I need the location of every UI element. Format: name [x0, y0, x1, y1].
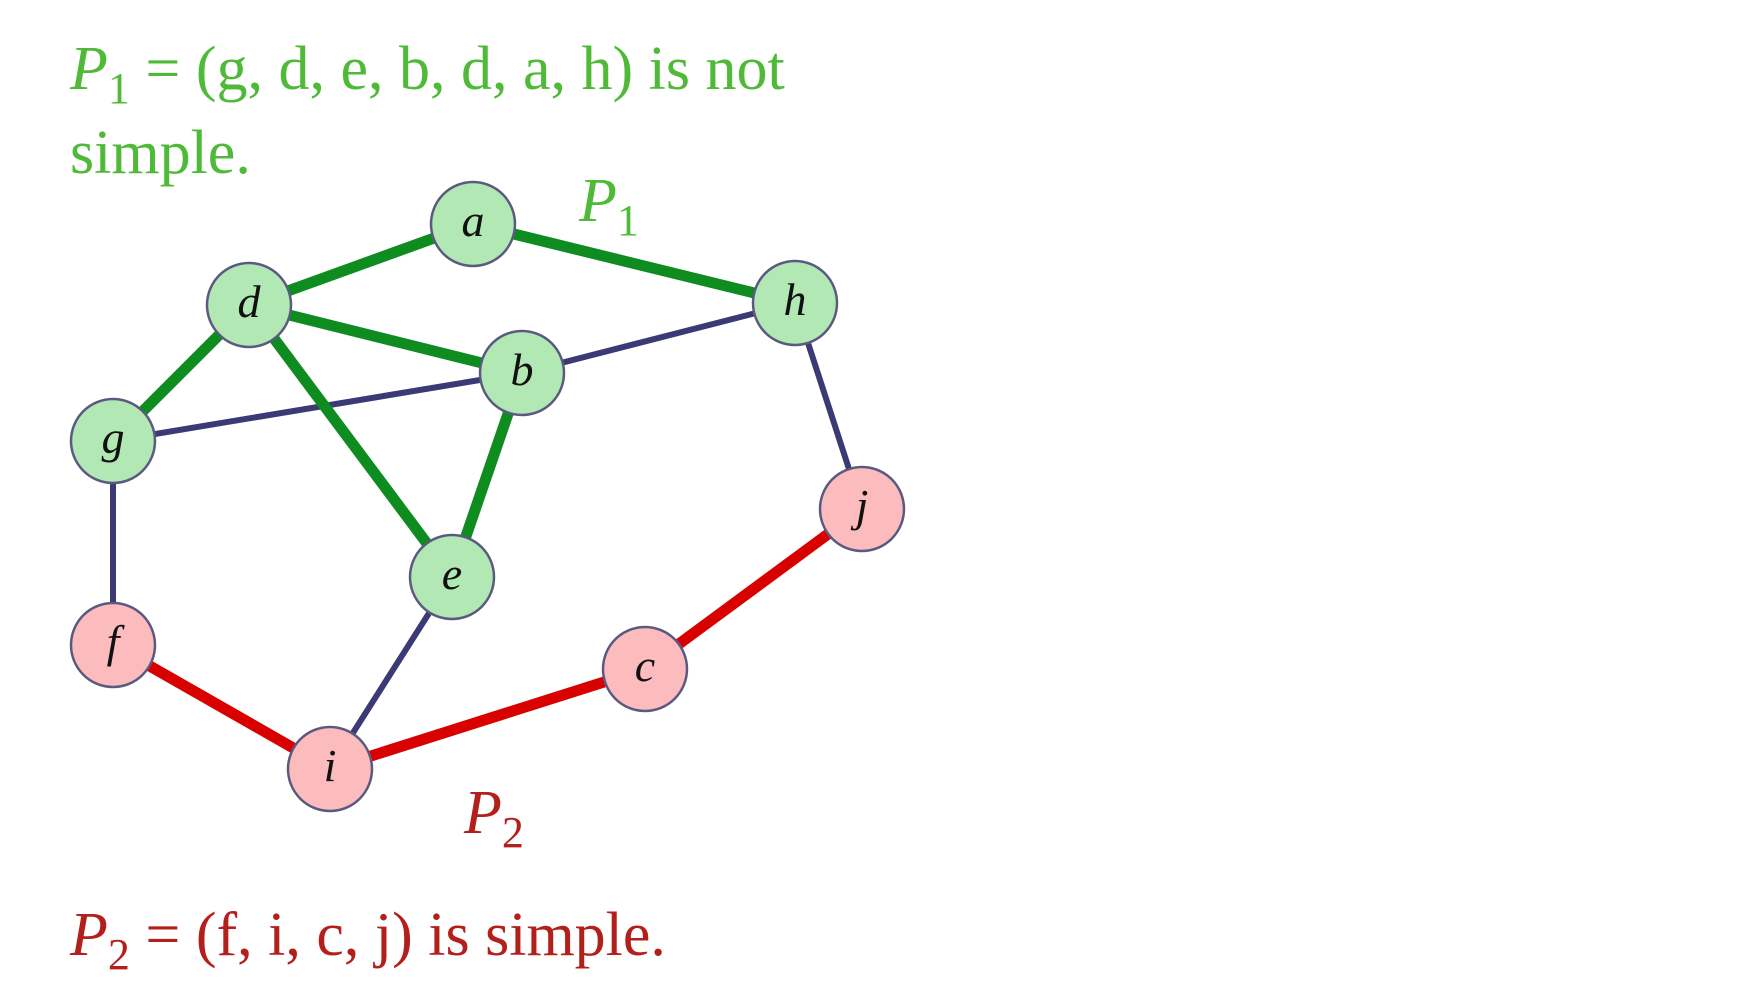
p2-path-label: P2	[464, 782, 524, 855]
p1-label-var: P	[579, 167, 617, 235]
nodes: a d h b g e j f c i	[69, 180, 906, 813]
edge-d-e	[244, 301, 457, 581]
node-circle	[751, 259, 839, 347]
node-label: j	[851, 480, 869, 531]
node-label: c	[635, 640, 655, 691]
node-h: h	[751, 259, 839, 347]
node-circle	[69, 397, 157, 485]
node-label: e	[442, 548, 462, 599]
node-label: h	[784, 274, 807, 325]
p1-path-label: P1	[579, 170, 639, 243]
node-label: b	[511, 344, 534, 395]
p2-statement: P2 = (f, i, c, j) is simple.	[70, 904, 666, 977]
node-a: a	[429, 180, 517, 268]
p1-statement-line2: simple.	[70, 119, 251, 187]
node-b: b	[478, 329, 566, 417]
p1-sub: 1	[107, 64, 130, 113]
node-f: f	[69, 601, 157, 689]
node-label: g	[102, 412, 125, 463]
node-label: i	[324, 740, 337, 791]
node-circle	[205, 261, 293, 349]
node-circle	[69, 601, 157, 689]
p2-var: P	[70, 901, 108, 969]
edge-g-b	[112, 370, 523, 444]
node-i: i	[286, 725, 374, 813]
node-circle	[408, 533, 496, 621]
node-circle	[601, 625, 689, 713]
edge-d-b	[247, 299, 524, 379]
node-label: a	[462, 195, 485, 246]
node-c: c	[601, 625, 689, 713]
p2-label-sub: 2	[501, 808, 524, 857]
p2-statement-text: = (f, i, c, j) is simple.	[145, 901, 666, 969]
node-label: d	[238, 276, 262, 327]
edge-a-h	[471, 218, 797, 309]
p1-var: P	[70, 35, 108, 103]
node-circle	[818, 465, 906, 553]
node-g: g	[69, 397, 157, 485]
edge-b-h	[521, 300, 796, 376]
edge-c-j	[641, 504, 866, 674]
p1-statement-text: = (g, d, e, b, d, a, h) is not	[145, 35, 785, 103]
node-e: e	[408, 533, 496, 621]
node-j: j	[818, 465, 906, 553]
node-d: d	[205, 261, 293, 349]
p1-statement: P1 = (g, d, e, b, d, a, h) is not	[70, 38, 785, 111]
p2-sub: 2	[107, 930, 130, 979]
p2-label-var: P	[464, 779, 502, 847]
p1-label-sub: 1	[616, 196, 639, 245]
node-circle	[429, 180, 517, 268]
node-circle	[286, 725, 374, 813]
node-circle	[478, 329, 566, 417]
edge-i-c	[328, 663, 647, 775]
